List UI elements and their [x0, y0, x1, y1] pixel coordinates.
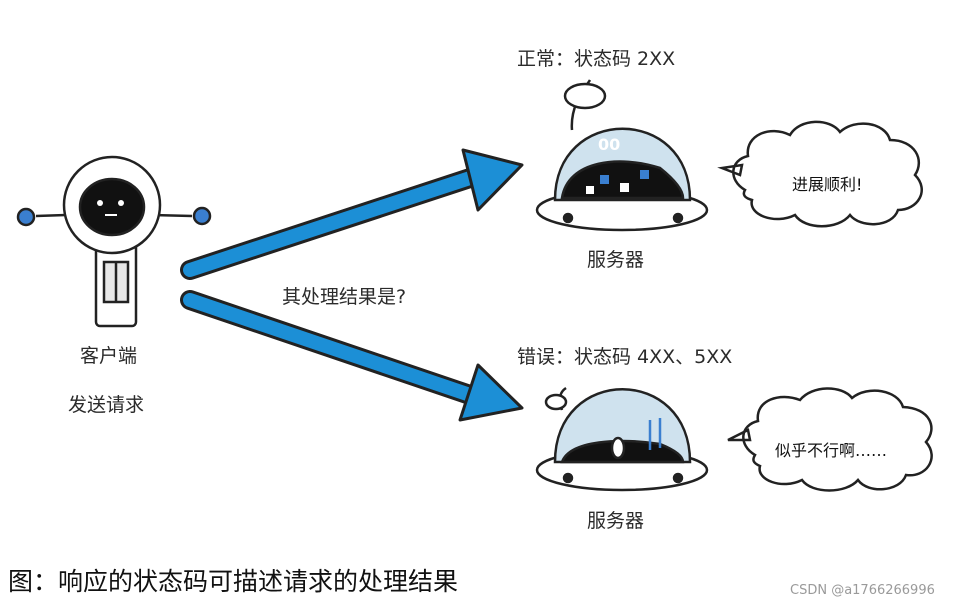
- success-server-label: 服务器: [587, 249, 645, 271]
- error-bubble-text: 似乎不行啊……: [775, 441, 888, 460]
- arrow-error: [180, 290, 524, 422]
- svg-text:00: 00: [598, 135, 620, 154]
- success-bubble-text: 进展顺利!: [792, 175, 863, 194]
- error-server-label: 服务器: [587, 510, 645, 532]
- client-request-label: 发送请求: [68, 394, 145, 416]
- server-robot-error: [535, 386, 709, 492]
- bubble-success: [717, 120, 923, 228]
- figure-caption: 图：响应的状态码可描述请求的处理结果: [8, 567, 459, 596]
- error-status-label: 错误：状态码 4XX、5XX: [517, 346, 733, 368]
- success-status-label: 正常：状态码 2XX: [517, 48, 676, 70]
- client-robot: [16, 155, 212, 328]
- question-label: 其处理结果是?: [282, 286, 407, 308]
- client-label: 客户端: [80, 345, 138, 367]
- watermark: CSDN @a1766266996: [790, 583, 935, 598]
- server-robot-success: 00: [535, 79, 709, 232]
- bubble-error: [727, 387, 933, 492]
- arrow-success: [180, 148, 524, 280]
